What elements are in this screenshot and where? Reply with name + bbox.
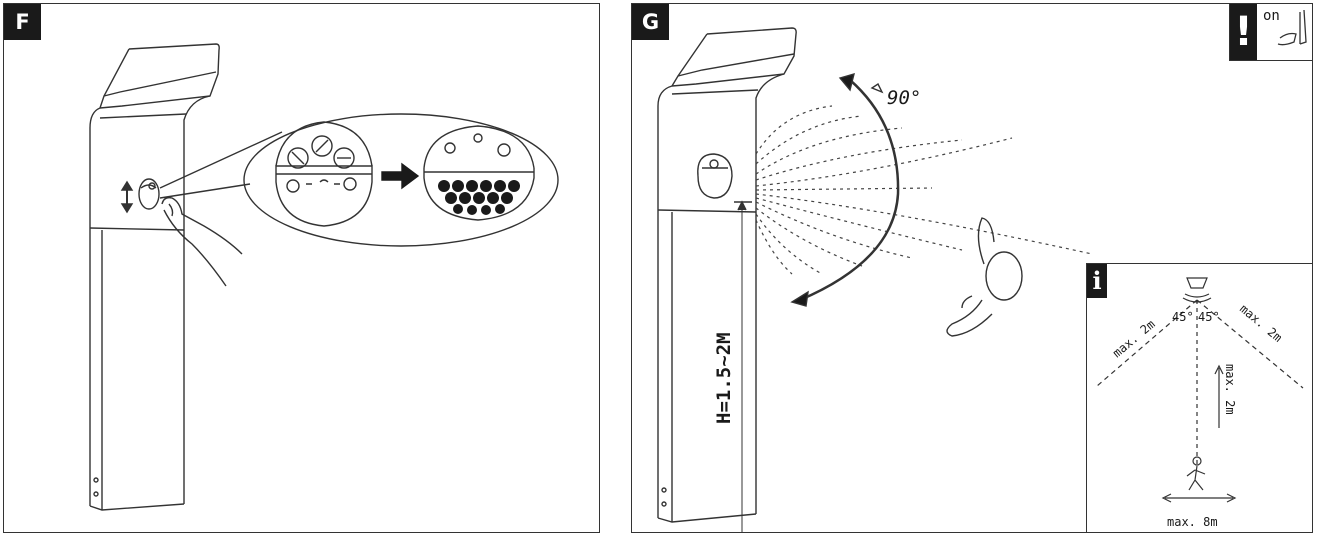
adjust-arrow-icon <box>120 180 134 214</box>
control-dial <box>275 121 373 227</box>
bollard-lamp <box>89 43 220 511</box>
info-mark: i <box>1087 264 1107 298</box>
honeycomb-pattern <box>438 180 520 215</box>
bollard-lamp <box>657 27 797 523</box>
panel-g: G <box>631 3 1313 533</box>
sensor-icon <box>697 153 733 199</box>
walking-person-icon <box>1186 456 1206 491</box>
panel-f-illustration <box>89 43 559 511</box>
on-label: on <box>1263 8 1280 24</box>
condition-box: ! on <box>1229 4 1312 61</box>
warning-mark: ! <box>1230 4 1257 60</box>
right-angle-label: 45° <box>1198 310 1220 324</box>
panel-f-label: F <box>4 4 41 40</box>
lateral-range-label: max. 8m <box>1167 515 1218 529</box>
panel-g-illustration: 90° H=1.5~2M <box>657 27 1093 532</box>
person-top-icon <box>946 217 1023 337</box>
sensor-icon <box>138 178 160 210</box>
hand-icon <box>161 196 243 287</box>
sensor-icon <box>1182 277 1212 303</box>
arrow-icon <box>381 162 420 190</box>
info-inset: i <box>1086 263 1312 532</box>
height-label: H=1.5~2M <box>713 332 735 424</box>
height-dimension <box>734 200 752 532</box>
sensor-lens <box>423 125 535 221</box>
angle-label: 90° <box>887 87 921 109</box>
right-range-label: max. 2m <box>1237 302 1285 345</box>
detection-field <box>755 105 1093 275</box>
hand-switch-icon <box>1277 9 1307 46</box>
rotate-arrow-icon <box>790 72 900 307</box>
panel-f: F <box>3 3 600 533</box>
detection-diagram: 45° 45° max. 2m max. 2m max. 2m max. 8m <box>1096 277 1304 529</box>
panel-g-label: G <box>632 4 669 40</box>
forward-range-label: max. 2m <box>1223 364 1237 415</box>
left-angle-label: 45° <box>1172 310 1194 324</box>
